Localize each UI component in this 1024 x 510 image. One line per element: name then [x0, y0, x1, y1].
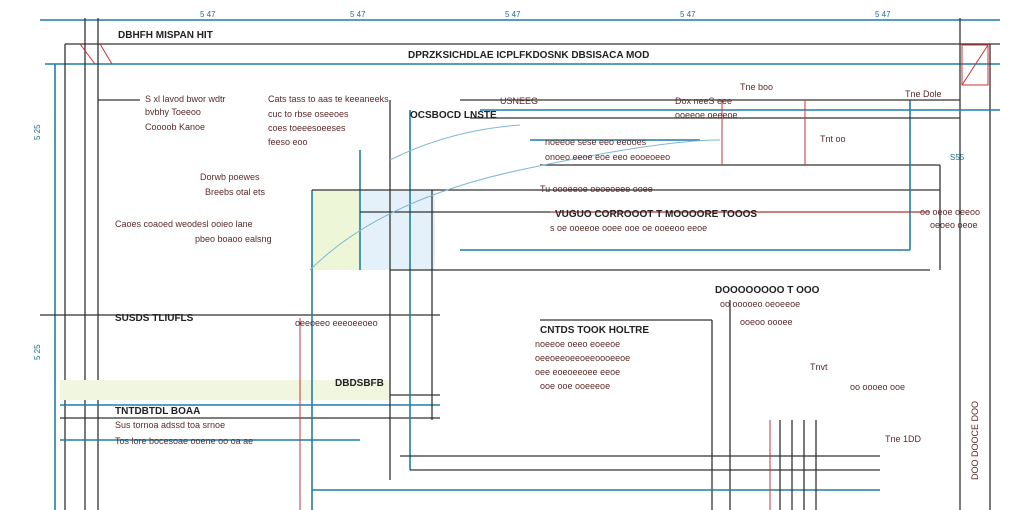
annotation: ooeeoe oeeeoe [675, 110, 738, 120]
annotation: feeso eoo [268, 137, 308, 147]
annotation: Breebs otal ets [205, 187, 266, 197]
annotation: SUSDS TLIUFLS [115, 313, 194, 324]
annotation: Caoes coaoed weodesl ooieo lane [115, 219, 253, 229]
dim-top-3: 5 47 [505, 10, 521, 19]
annotation: pbeo boaoo ealsng [195, 234, 272, 244]
annotation: noeeoe oeeo eoeeoe [535, 339, 620, 349]
annotation: USNEEG [500, 96, 538, 106]
center-annotations: Cats tass to aas te keeaneeks cuc to rbs… [268, 94, 757, 328]
dim-top-2: 5 47 [350, 10, 366, 19]
annotation: ooeoo oooee [740, 317, 793, 327]
annotation: Dorwb poewes [200, 172, 260, 182]
annotation: Tne Dole [905, 89, 942, 99]
annotation: OCSBOCD LNSTE [410, 110, 497, 121]
dim-top-5: 5 47 [875, 10, 891, 19]
annotation: oee eoeoeeoee eeoe [535, 367, 620, 377]
dim-top-4: 5 47 [680, 10, 696, 19]
annotation: s oe ooeeoe ooee ooe oe ooeeoo eeoe [550, 223, 707, 233]
annotation: S55 [950, 153, 965, 162]
annotation: oo oooeo ooe [850, 382, 905, 392]
dim-left-2: 5 25 [33, 344, 42, 360]
annotation: oeeoeeoeeoeeoooeeoe [535, 353, 630, 363]
annotation: oeeoeeo eeeoeeoeo [295, 318, 378, 328]
annotation: Dox neeS eee [675, 96, 732, 106]
annotation: Coooob Kanoe [145, 122, 205, 132]
annotation: DBDSBFB [335, 378, 384, 389]
annotation: VUGUO CORROOOT T MOOOORE TOOOS [555, 209, 757, 220]
annotation: Cats tass to aas te keeaneeks [268, 94, 389, 104]
annotation: TNTDBTDL BOAA [115, 406, 200, 417]
left-annotations: S xl lavod bwor wdtr bvbhy Toeeoo Coooob… [115, 94, 384, 446]
annotation: oo ooooeo oeoeeoe [720, 299, 800, 309]
annotation: Sus tornoa adssd toa srnoe [115, 420, 225, 430]
annotation: cuc to rbse oseeoes [268, 109, 349, 119]
annotation: CNTDS TOOK HOLTRE [540, 325, 649, 336]
dimension-labels: 5 47 5 47 5 47 5 47 5 47 5 25 5 25 [33, 10, 891, 360]
dim-top-1: 5 47 [200, 10, 216, 19]
dim-left-1: 5 25 [33, 124, 42, 140]
annotation: Tne boo [740, 82, 773, 92]
annotation: onoeo eeoe eoe eeo eooeoeeo [545, 152, 670, 162]
annotation: oeoeo oeoe [930, 220, 978, 230]
annotation: S xl lavod bwor wdtr [145, 94, 226, 104]
annotation: DOO DOOCE DOO [970, 401, 980, 480]
annotation: Tos lore bocesoae ooene oo oa ae [115, 436, 253, 446]
annotation: Tnvt [810, 362, 828, 372]
structure-lines [60, 99, 1000, 510]
annotation: ooe ooe ooeeeoe [540, 381, 610, 391]
annotation: bvbhy Toeeoo [145, 107, 201, 117]
right-annotations: Tne boo Dox neeS eee ooeeoe oeeeoe Tnt o… [675, 82, 980, 480]
frame-lines [40, 18, 1000, 510]
drawing-title: DPRZKSICHDLAE ICPLFKDOSNK DBSISACA MOD [408, 50, 649, 61]
annotation: Tnt oo [820, 134, 846, 144]
annotation: noeeoe sese eeo eeooes [545, 137, 647, 147]
title-block-left: DBHFH MISPAN HIT [118, 30, 213, 41]
annotation: coes toeeesoeeses [268, 123, 346, 133]
annotation: Tne 1DD [885, 434, 922, 444]
lower-annotations: CNTDS TOOK HOLTRE noeeoe oeeo eoeeoe oee… [535, 325, 649, 391]
annotation: Tu oooeeoe oeoeoeee ooee [540, 184, 653, 194]
annotation: oo oeoe oeeoo [920, 207, 980, 217]
annotation: DOOOOOOOO T OOO [715, 285, 820, 296]
